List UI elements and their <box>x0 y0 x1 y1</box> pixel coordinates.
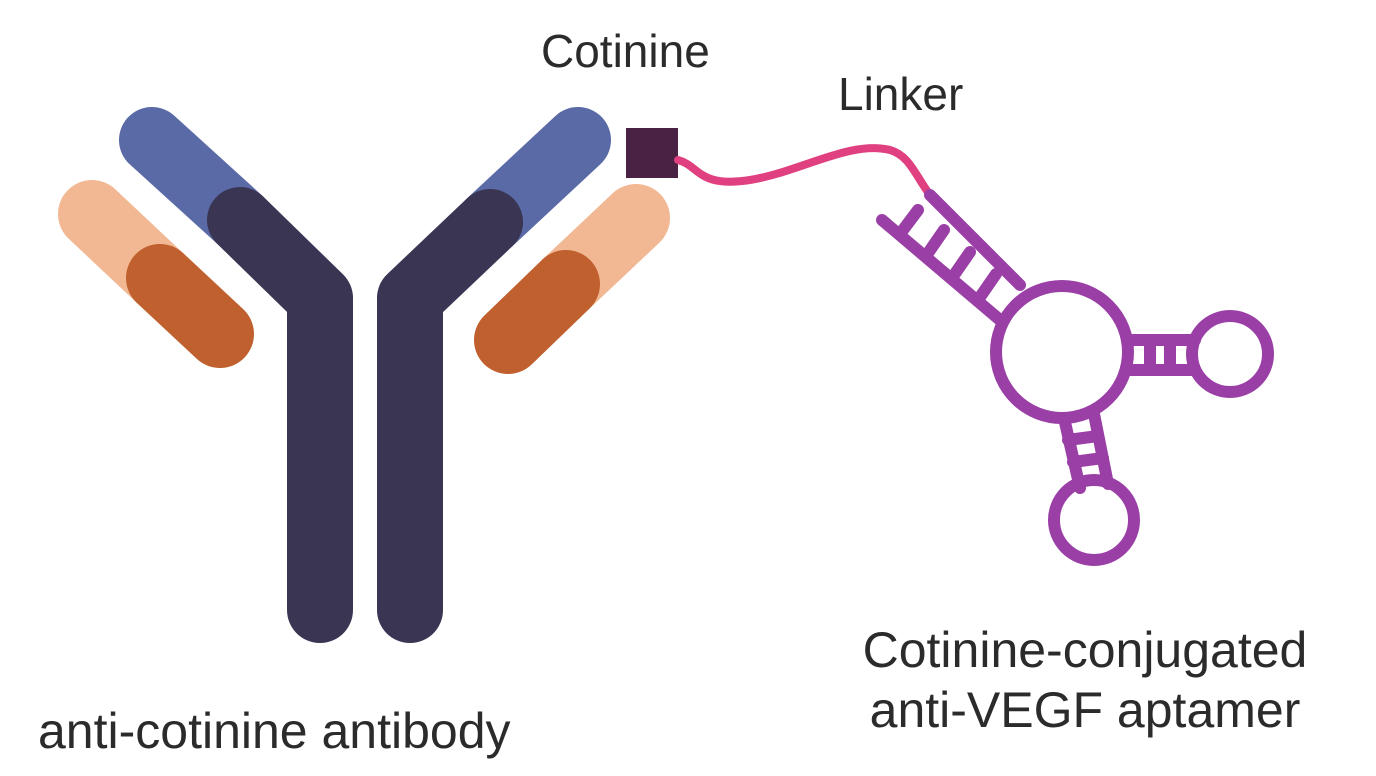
aptamer-bottom-branch-strand <box>1088 408 1114 490</box>
antibody <box>58 107 670 643</box>
linker-strand <box>674 144 934 199</box>
aptamer-right-loop <box>1186 310 1274 398</box>
aptamer-base-pair <box>946 246 976 284</box>
linker-label: Linker <box>838 68 964 120</box>
aptamer-base-pair <box>1062 430 1104 446</box>
cotinine-label: Cotinine <box>541 25 710 77</box>
aptamer-stem-strand-outer <box>924 189 1026 291</box>
right-light-constant-domain <box>474 250 600 374</box>
aptamer <box>876 189 1274 566</box>
aptamer-label: Cotinine-conjugated anti-VEGF aptamer <box>820 620 1350 740</box>
aptamer-bottom-loop <box>1048 474 1140 566</box>
aptamer-base-pair <box>894 204 924 240</box>
aptamer-base-pair <box>920 224 950 262</box>
aptamer-label-line-1: Cotinine-conjugated <box>862 622 1308 678</box>
aptamer-central-loop <box>990 280 1134 424</box>
aptamer-label-line-2: anti-VEGF aptamer <box>869 682 1301 738</box>
aptamer-bottom-branch-strand <box>1058 412 1086 494</box>
cotinine-molecule <box>626 128 678 178</box>
left-light-constant-domain <box>126 244 254 368</box>
aptamer-base-pair <box>972 268 1002 306</box>
antibody-label: anti-cotinine antibody <box>38 703 511 759</box>
aptamer-base-pair <box>1067 452 1109 468</box>
